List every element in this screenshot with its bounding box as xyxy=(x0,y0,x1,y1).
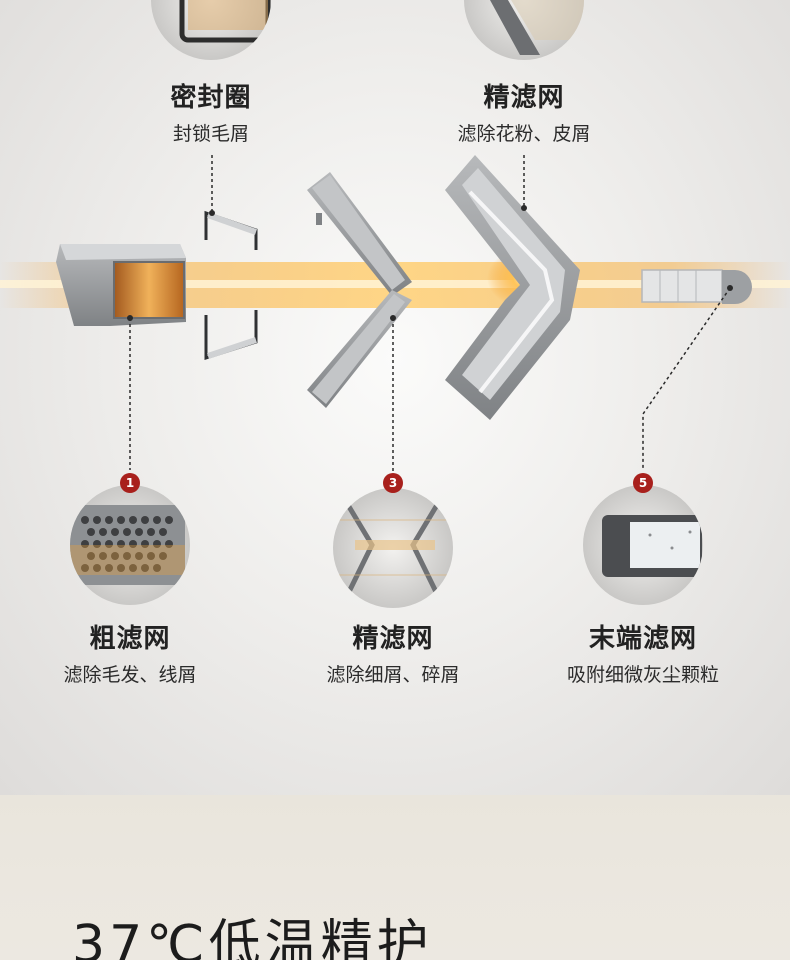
low-temp-section-title: 37℃低温精护 xyxy=(72,915,433,960)
fine-filter-top-detail-circle xyxy=(464,0,584,60)
low-temp-section-background xyxy=(0,795,790,960)
label-end-filter: 末端滤网 吸附细微灰尘颗粒 xyxy=(533,623,753,687)
badge-3: 3 xyxy=(383,473,403,493)
leader-dots xyxy=(127,205,733,321)
label-fine-filter-bottom: 精滤网 滤除细屑、碎屑 xyxy=(293,623,493,687)
fine-filter-bottom-title: 精滤网 xyxy=(352,624,434,654)
label-fine-filter-top: 精滤网 滤除花粉、皮屑 xyxy=(424,82,624,146)
fine-filter-bottom-subtitle: 滤除细屑、碎屑 xyxy=(326,664,460,686)
seal-ring-detail-circle xyxy=(151,0,271,60)
fine-filter-detail-circle xyxy=(333,488,453,608)
coarse-filter-detail-circle xyxy=(70,485,190,605)
label-seal-ring: 密封圈 封锁毛屑 xyxy=(131,82,291,146)
filter-explosion-illustration xyxy=(0,0,790,608)
coarse-filter-title: 粗滤网 xyxy=(89,624,171,654)
end-filter-detail-circle xyxy=(583,485,703,605)
filter-section-background xyxy=(0,0,790,795)
end-filter-title: 末端滤网 xyxy=(588,624,697,654)
fine-filter-top-subtitle: 滤除花粉、皮屑 xyxy=(457,123,591,145)
seal-ring-subtitle: 封锁毛屑 xyxy=(172,123,249,145)
end-filter xyxy=(641,269,752,304)
coarse-filter xyxy=(56,244,186,326)
fine-filter-large xyxy=(445,155,580,420)
seal-ring-title: 密封圈 xyxy=(170,83,252,113)
coarse-filter-subtitle: 滤除毛发、线屑 xyxy=(63,664,197,686)
badge-5: 5 xyxy=(633,473,653,493)
fine-filter-middle xyxy=(307,172,412,408)
seal-ring xyxy=(204,210,258,361)
label-coarse-filter: 粗滤网 滤除毛发、线屑 xyxy=(30,623,230,687)
fine-filter-top-title: 精滤网 xyxy=(483,83,565,113)
leader-lines xyxy=(129,155,731,472)
badge-1: 1 xyxy=(120,473,140,493)
end-filter-subtitle: 吸附细微灰尘颗粒 xyxy=(566,664,719,686)
